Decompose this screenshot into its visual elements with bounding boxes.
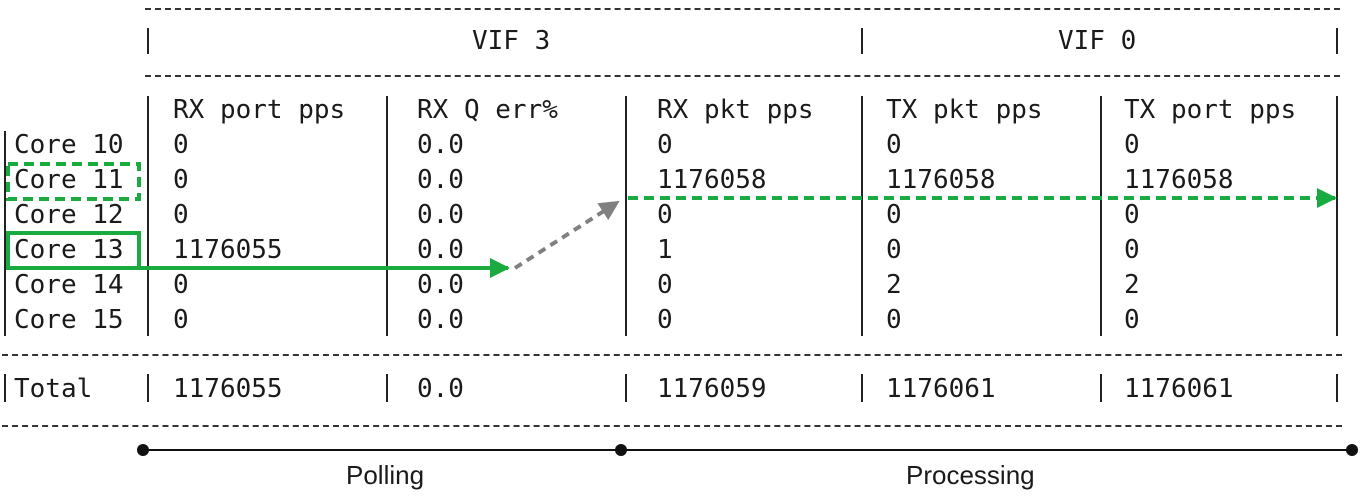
phase-label-processing: Processing (906, 460, 1035, 490)
total-bar-2 (386, 374, 388, 402)
core-label: Core 11 (14, 165, 124, 195)
cell-rx-q-err: 0.0 (417, 235, 464, 265)
cell-tx-port-pps: 0 (1124, 200, 1140, 230)
cell-rx-port-pps: 0 (173, 270, 189, 300)
column-header-rx-port-pps: RX port pps (173, 95, 346, 125)
cell-rx-pkt-pps: 0 (657, 200, 673, 230)
cell-tx-port-pps: 0 (1124, 235, 1140, 265)
column-bar-3 (625, 96, 627, 336)
cell-tx-port-pps: 1176058 (1124, 165, 1234, 195)
cell-rx-pkt-pps: 0 (657, 270, 673, 300)
core-label: Core 14 (14, 270, 124, 300)
core-label: Core 15 (14, 305, 124, 335)
cell-tx-pkt-pps: 0 (886, 235, 902, 265)
cell-rx-port-pps: 0 (173, 130, 189, 160)
total-bar-4 (861, 374, 863, 402)
total-bar-1 (147, 374, 149, 402)
cell-rx-port-pps: 0 (173, 305, 189, 335)
separator-top (145, 8, 1340, 10)
cell-tx-pkt-pps: 2 (886, 270, 902, 300)
column-bar-2 (386, 96, 388, 336)
cell-tx-port-pps: 2 (1124, 270, 1140, 300)
column-bar-4 (861, 96, 863, 336)
row-label-bar (4, 131, 6, 336)
cell-rx-pkt-pps: 1176058 (657, 165, 767, 195)
cell-tx-pkt-pps: 1176058 (886, 165, 996, 195)
separator-total (2, 354, 1342, 356)
column-header-tx-pkt-pps: TX pkt pps (886, 95, 1043, 125)
cell-tx-port-pps: 0 (1124, 130, 1140, 160)
total-bar-0 (4, 374, 6, 402)
core-label: Core 10 (14, 130, 124, 160)
cell-rx-port-pps: 1176055 (173, 235, 283, 265)
vif-header-bar-mid (861, 28, 863, 54)
total-tx-port-pps: 1176061 (1124, 374, 1234, 404)
total-bar-6 (1336, 374, 1338, 402)
column-header-rx-pkt-pps: RX pkt pps (657, 95, 814, 125)
cell-rx-q-err: 0.0 (417, 165, 464, 195)
vif0-header: VIF 0 (1058, 26, 1137, 56)
transfer-arrow (513, 200, 620, 270)
core-11-highlight-box (6, 162, 141, 201)
phase-marker-mid (615, 444, 627, 456)
total-rx-port-pps: 1176055 (173, 374, 283, 404)
column-header-tx-port-pps: TX port pps (1124, 95, 1297, 125)
cell-rx-q-err: 0.0 (417, 305, 464, 335)
cell-tx-pkt-pps: 0 (886, 130, 902, 160)
total-bar-3 (625, 374, 627, 402)
cell-tx-pkt-pps: 0 (886, 200, 902, 230)
core-label: Core 12 (14, 200, 124, 230)
cell-rx-pkt-pps: 0 (657, 130, 673, 160)
phase-label-polling: Polling (346, 460, 425, 490)
cell-rx-q-err: 0.0 (417, 270, 464, 300)
total-label: Total (14, 374, 93, 404)
separator-header (145, 75, 1340, 77)
cell-rx-q-err: 0.0 (417, 200, 464, 230)
column-bar-6 (1336, 96, 1338, 336)
column-header-rx-q-err: RX Q err% (417, 95, 558, 125)
cell-rx-q-err: 0.0 (417, 130, 464, 160)
total-rx-q-err: 0.0 (417, 374, 464, 404)
phase-marker-start (137, 444, 149, 456)
vif3-header: VIF 3 (472, 26, 551, 56)
total-rx-pkt-pps: 1176059 (657, 374, 767, 404)
vif-header-bar-left (147, 28, 149, 54)
vif-header-bar-right (1336, 28, 1338, 54)
total-tx-pkt-pps: 1176061 (886, 374, 996, 404)
cell-rx-port-pps: 0 (173, 165, 189, 195)
column-bar-5 (1100, 96, 1102, 336)
separator-bottom (2, 425, 1342, 427)
total-bar-5 (1100, 374, 1102, 402)
core-13-highlight-box (6, 231, 141, 270)
cell-tx-port-pps: 0 (1124, 305, 1140, 335)
cell-rx-pkt-pps: 1 (657, 235, 673, 265)
cell-rx-pkt-pps: 0 (657, 305, 673, 335)
phase-marker-end (1346, 444, 1358, 456)
core-label: Core 13 (14, 235, 124, 265)
column-bar-1 (147, 96, 149, 336)
cell-rx-port-pps: 0 (173, 200, 189, 230)
cell-tx-pkt-pps: 0 (886, 305, 902, 335)
